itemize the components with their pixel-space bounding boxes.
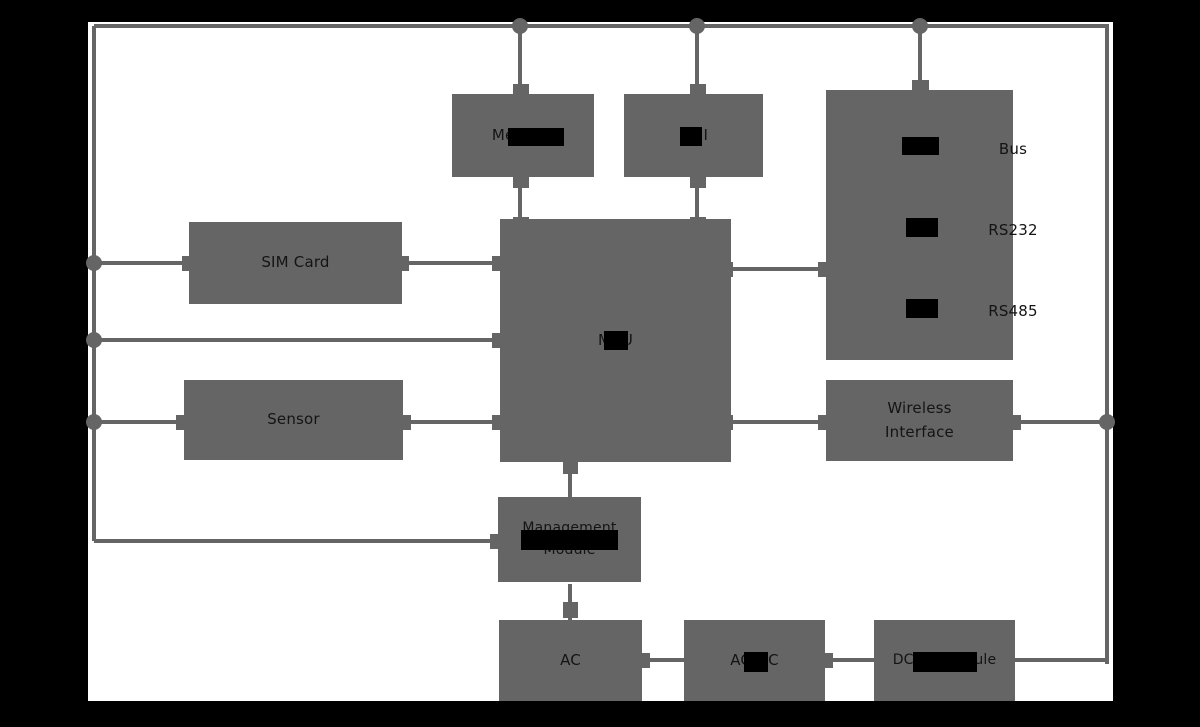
block-sensor-label: Sensor [267,410,320,429]
node-top-memory-icon[interactable] [512,18,528,34]
port-hmi-bottom [690,174,706,188]
block-memory[interactable]: Memory [452,94,594,177]
block-management-module-label: Management Module [522,519,617,558]
block-wireless-interface[interactable]: Wireless Interface [826,380,1013,461]
block-hmi[interactable]: HMI [624,94,763,177]
port-mgmt-bottom [563,602,578,618]
block-mcu[interactable]: MCU [500,219,731,462]
port-serial-left [818,262,834,277]
port-mgmt-left [490,534,506,549]
block-acdc-label: AC/DC [730,650,779,669]
port-hmi-top [690,84,706,98]
port-mcu-left-sim [492,256,507,271]
port-mgmt-top [563,504,578,520]
node-right-wireless-icon[interactable] [1099,414,1115,430]
port-sensor-right [396,415,411,430]
port-sim-right [394,256,409,271]
wire-layer [86,18,1115,664]
port-dcdc-left [874,653,890,668]
port-sensor-left [176,415,191,430]
port-wireless-left [818,415,834,430]
connection-node-group [86,18,1115,430]
block-ac[interactable]: AC [499,620,642,701]
node-top-hmi-icon[interactable] [689,18,705,34]
block-mcu-label: MCU [598,330,633,349]
block-sensor[interactable]: Sensor [184,380,403,460]
port-mcu-left-direct [492,333,507,348]
port-mcu-right-serial [718,262,733,277]
node-left-sensor-icon[interactable] [86,414,102,430]
block-acdc[interactable]: AC/DC [684,620,825,701]
port-acdc-right [819,653,833,668]
block-hmi-label: HMI [678,125,709,144]
block-dcdc[interactable]: DC/DC Module [874,620,1015,701]
port-mcu-bottom [563,460,578,474]
serial-rs485-label: RS485 [988,302,1038,320]
port-memory-bottom [513,174,529,188]
port-memory-top [513,84,529,98]
block-serial-interfaces[interactable]: Bus RS232 RS485 [826,90,1038,360]
diagram-layer: Memory HMI Bus RS232 RS485 SIM Card [86,18,1115,701]
serial-bus-label: Bus [998,140,1028,158]
port-acdc-left [684,653,700,668]
serial-rs232-label: RS232 [988,221,1038,239]
port-wireless-right [1005,415,1021,430]
port-ac-right [636,653,650,668]
block-sim-card-label: SIM Card [261,253,330,272]
node-top-serial-icon[interactable] [912,18,928,34]
block-sim-card[interactable]: SIM Card [189,222,402,304]
port-sim-left [182,256,197,271]
port-mcu-top-memory [513,217,529,231]
block-ac-label: AC [560,650,581,669]
port-mcu-left-sensor [492,415,507,430]
node-left-mcu-icon[interactable] [86,332,102,348]
block-memory-label: Memory [491,125,555,144]
port-serial-top [912,80,929,94]
port-mcu-top-hmi [690,217,706,231]
node-left-sim-icon[interactable] [86,255,102,271]
block-dcdc-label: DC/DC Module [892,651,997,668]
port-mcu-right-wireless [718,415,733,430]
diagram-canvas: Memory HMI Bus RS232 RS485 SIM Card [86,18,1115,701]
block-wireless-interface-label: Wireless Interface [885,399,954,441]
